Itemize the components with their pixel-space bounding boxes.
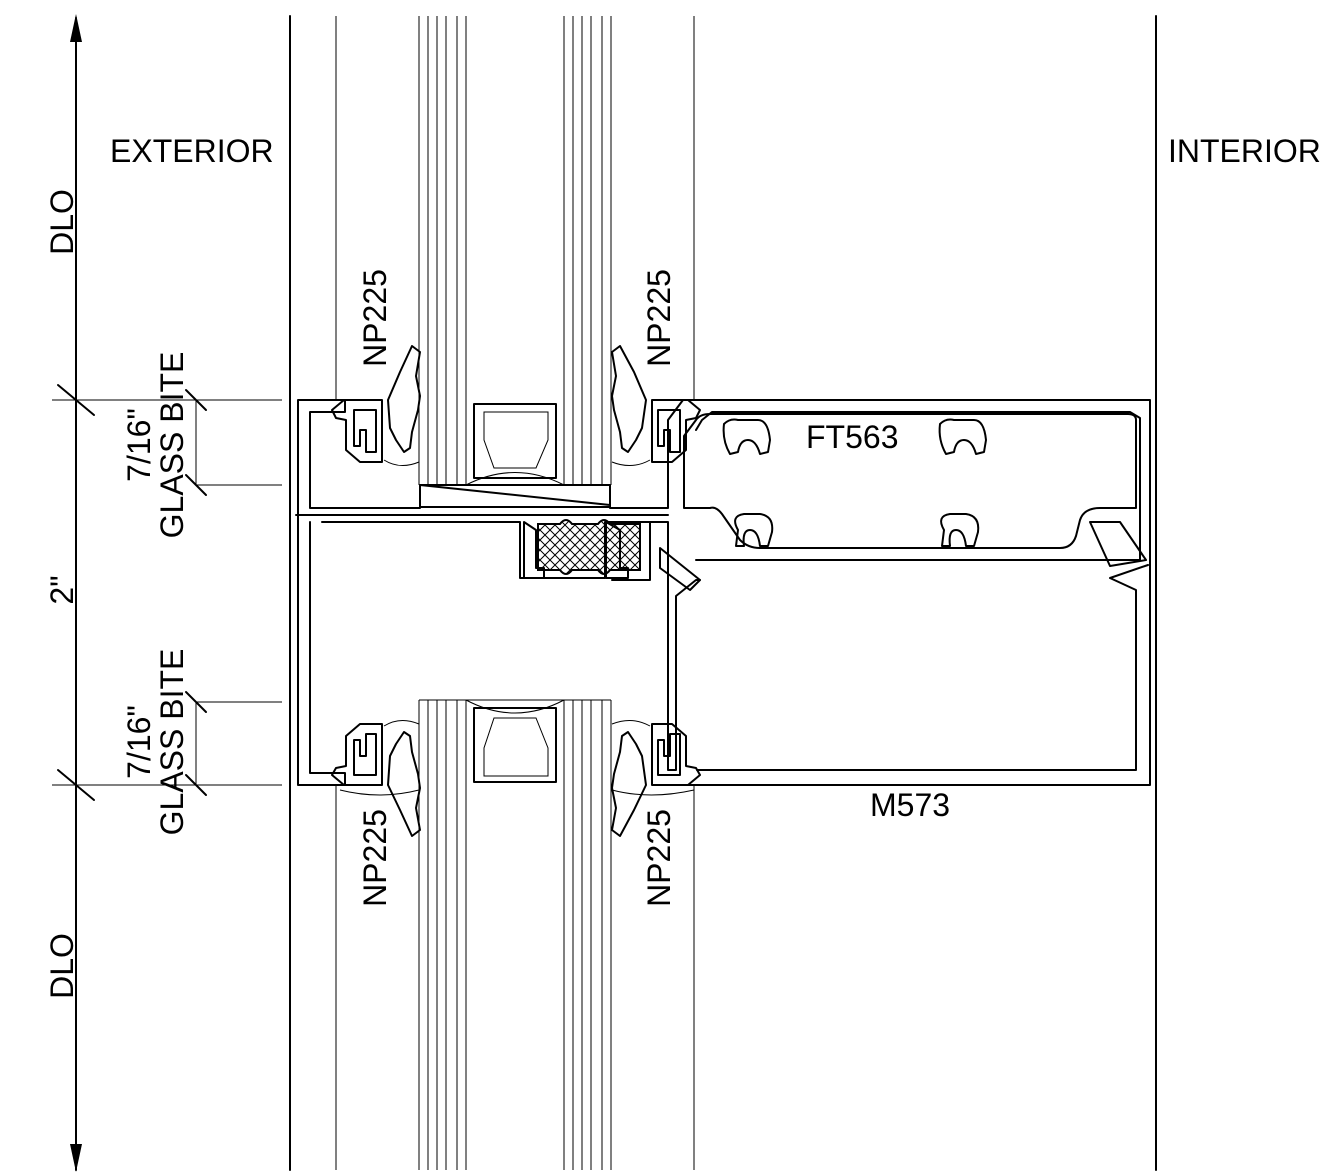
glass-bite-top-dimension: 7/16" <box>121 408 157 482</box>
gasket-bottom-exterior <box>331 720 421 837</box>
gasket-bottom-interior <box>611 720 701 837</box>
interior-label: INTERIOR <box>1168 133 1321 169</box>
filler-label: FT563 <box>806 419 898 455</box>
glass-bite-top-label: GLASS BITE <box>154 352 190 539</box>
mullion-label: M573 <box>870 787 950 823</box>
vertical-dimension-line <box>52 14 282 1172</box>
gasket-top-exterior <box>331 345 421 466</box>
filler-ft563-profile <box>683 413 1137 549</box>
gasket-top-interior-label: NP225 <box>641 269 677 367</box>
lower-insulating-glass-unit <box>335 699 695 1170</box>
mullion-m573-profile <box>295 399 1151 786</box>
dlo-top-label: DLO <box>44 189 80 255</box>
upper-insulating-glass-unit <box>335 16 695 486</box>
gasket-bottom-exterior-label: NP225 <box>357 809 393 907</box>
exterior-label: EXTERIOR <box>110 133 274 169</box>
thermal-break <box>523 519 651 581</box>
glass-bite-bottom-dimension: 7/16" <box>121 705 157 779</box>
gasket-top-exterior-label: NP225 <box>357 269 393 367</box>
gasket-top-interior <box>611 345 701 466</box>
arrowhead-top-icon <box>70 14 82 42</box>
dlo-bottom-label: DLO <box>44 933 80 999</box>
setting-block <box>419 484 611 508</box>
mullion-depth-label: 2" <box>44 575 80 604</box>
arrowhead-bottom-icon <box>70 1144 82 1172</box>
gasket-bottom-interior-label: NP225 <box>641 809 677 907</box>
glass-bite-bottom-label: GLASS BITE <box>154 649 190 836</box>
